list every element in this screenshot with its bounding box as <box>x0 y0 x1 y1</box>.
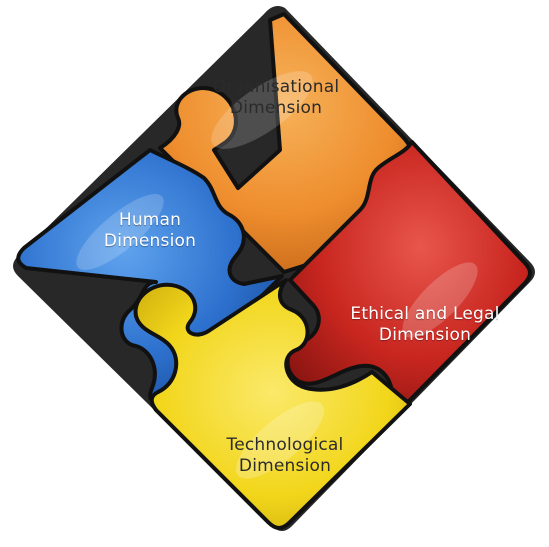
highlight-orange <box>211 71 313 149</box>
label-technological-line1: Technological <box>226 435 344 455</box>
puzzle-piece-technological <box>133 278 412 530</box>
label-human: Human Dimension <box>90 210 210 252</box>
highlight-red <box>402 262 478 338</box>
label-organisational: Organisational Dimension <box>206 77 346 119</box>
label-organisational-line1: Organisational <box>212 77 340 97</box>
highlight-yellow <box>235 401 325 479</box>
label-ethical: Ethical and Legal Dimension <box>330 304 520 346</box>
label-technological: Technological Dimension <box>205 435 365 477</box>
highlight-blue <box>76 194 164 270</box>
label-ethical-line2: Dimension <box>378 325 472 345</box>
label-ethical-line1: Ethical and Legal <box>350 304 500 324</box>
label-human-line1: Human <box>118 210 182 230</box>
label-technological-line2: Dimension <box>238 456 332 476</box>
label-human-line2: Dimension <box>103 231 197 251</box>
label-organisational-line2: Dimension <box>229 98 323 118</box>
